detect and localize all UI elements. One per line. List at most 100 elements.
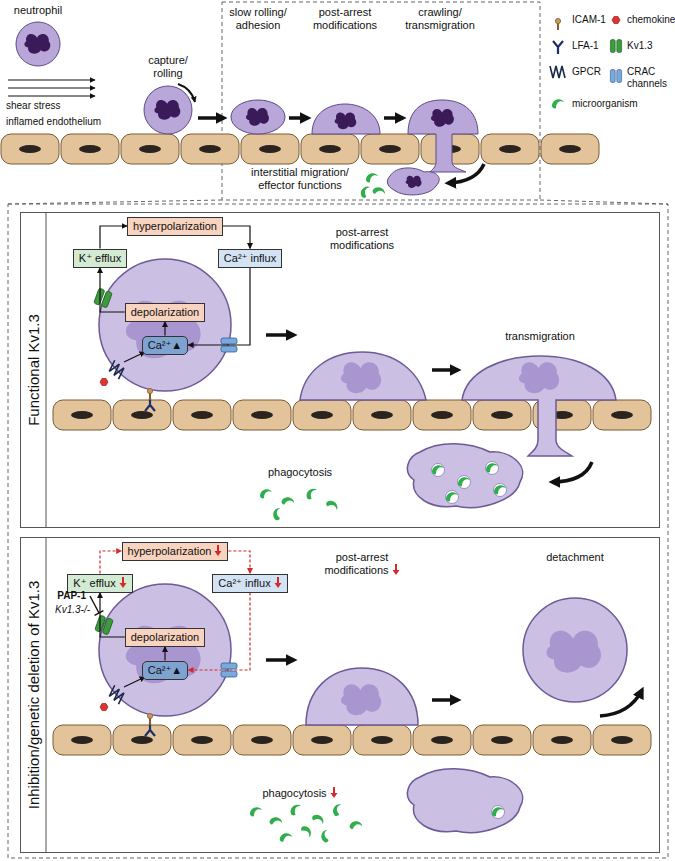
box-text: Ca²⁺ influx bbox=[218, 577, 270, 589]
neutrophil-cell bbox=[99, 584, 231, 716]
legend-entry: ICAM-1 bbox=[572, 14, 606, 26]
panel-title: Functional Kv1.3 bbox=[25, 314, 42, 426]
label-text: capture/ rolling bbox=[148, 54, 188, 79]
legend-text: microorganism bbox=[572, 98, 638, 109]
label: slow rolling/ adhesion bbox=[218, 6, 298, 32]
cycle-arrow bbox=[223, 226, 250, 249]
decrease-arrow bbox=[330, 787, 338, 798]
spreading-cell bbox=[312, 104, 380, 134]
legend-text: CRAC channels bbox=[627, 66, 667, 89]
membrane-proteins bbox=[94, 288, 237, 411]
decrease-arrow bbox=[214, 545, 222, 556]
label-text: detachment bbox=[546, 551, 603, 563]
legend-entry: microorganism bbox=[572, 98, 638, 110]
zoom-frame bbox=[222, 2, 540, 200]
cycle-arrow bbox=[100, 551, 122, 574]
decrease-arrow bbox=[119, 577, 127, 588]
box-text: Ca²⁺▲ bbox=[148, 664, 182, 676]
label: detachment bbox=[525, 551, 625, 564]
legend-entry: Kv1.3 bbox=[627, 40, 653, 52]
label-text: post-arrest modifications bbox=[324, 551, 388, 576]
shear-arrows bbox=[8, 80, 95, 96]
interstitial-cell bbox=[358, 168, 439, 199]
label-text: Kv1.3-/- bbox=[55, 604, 90, 615]
label: post-arrest modifications bbox=[312, 226, 412, 252]
box-text: hyperpolarization bbox=[133, 220, 217, 232]
box-text: depolarization bbox=[131, 306, 200, 318]
hyperpolarization-box: hyperpolarization bbox=[127, 217, 223, 236]
label-text: post-arrest modifications bbox=[313, 6, 377, 31]
label: PAP-1 bbox=[46, 590, 86, 602]
cycle-arrow bbox=[100, 226, 127, 249]
legend-text: ICAM-1 bbox=[572, 14, 606, 25]
panel-title: Inhibition/genetic deletion of Kv1.3 bbox=[25, 581, 42, 810]
phagocytosing-cell bbox=[407, 444, 522, 508]
cycle-arrow bbox=[100, 593, 125, 638]
legend-entry: GPCR bbox=[572, 66, 601, 78]
label: phagocytosis bbox=[250, 466, 350, 479]
label: post-arrest modifications bbox=[303, 6, 387, 32]
legend-text: LFA-1 bbox=[572, 40, 599, 51]
panel-divider bbox=[46, 537, 47, 853]
zoom-line bbox=[8, 200, 222, 204]
panel-divider bbox=[46, 212, 47, 528]
box-text: K⁺ efflux bbox=[73, 577, 115, 589]
neutrophil-cell bbox=[99, 259, 231, 391]
cycle-arrow bbox=[100, 268, 125, 313]
label: shear stress bbox=[6, 100, 60, 112]
label: Kv1.3-/- bbox=[46, 604, 90, 616]
endothelium bbox=[1, 134, 599, 164]
panel: Inhibition/genetic deletion of Kv1.3 hype… bbox=[20, 537, 660, 853]
phagocytosing-cell bbox=[407, 769, 522, 833]
label-text: interstitial migration/ effector functio… bbox=[251, 166, 349, 191]
influx-box: Ca²⁺ influx bbox=[218, 249, 282, 268]
label: neutrophil bbox=[3, 4, 73, 17]
rolling-cell bbox=[144, 84, 195, 134]
legend-text: Kv1.3 bbox=[627, 40, 653, 51]
label-text: shear stress bbox=[6, 100, 60, 111]
legend-text: GPCR bbox=[572, 66, 601, 77]
endothelium bbox=[53, 725, 651, 755]
label-text: crawling/ transmigration bbox=[405, 6, 475, 31]
transmigrating-cell bbox=[462, 356, 616, 456]
label-text: PAP-1 bbox=[57, 590, 86, 601]
legend-entry: LFA-1 bbox=[572, 40, 599, 52]
cycle-arrow bbox=[164, 647, 165, 661]
endothelium bbox=[53, 400, 651, 430]
label-text: phagocytosis bbox=[268, 466, 332, 478]
label: capture/ rolling bbox=[138, 54, 198, 80]
label-text: slow rolling/ adhesion bbox=[229, 6, 286, 31]
decrease-arrow bbox=[274, 577, 282, 588]
label: interstitial migration/ effector functio… bbox=[240, 166, 360, 192]
neutrophil-cell bbox=[16, 22, 60, 66]
label-text: phagocytosis bbox=[262, 787, 326, 799]
calcium-box: Ca²⁺▲ bbox=[142, 336, 188, 355]
box-text: hyperpolarization bbox=[128, 545, 212, 557]
legend-icons bbox=[550, 17, 622, 109]
legend-text: chemokine bbox=[627, 14, 675, 25]
calcium-box: Ca²⁺▲ bbox=[142, 661, 188, 680]
box-text: depolarization bbox=[131, 631, 200, 643]
label-text: inflamed endothelium bbox=[6, 116, 101, 127]
cycle-arrow bbox=[228, 551, 250, 574]
microorganisms bbox=[250, 802, 363, 843]
box-text: Ca²⁺▲ bbox=[148, 339, 182, 351]
depolarization-box: depolarization bbox=[125, 303, 206, 322]
microorganisms bbox=[260, 487, 339, 521]
label: transmigration bbox=[485, 330, 595, 343]
label: phagocytosis bbox=[250, 787, 350, 800]
zoom-line bbox=[540, 200, 668, 204]
label: post-arrest modifications bbox=[312, 551, 412, 577]
box-text: Ca²⁺ influx bbox=[224, 252, 276, 264]
efflux-box: K⁺ efflux bbox=[67, 574, 132, 593]
legend-entry: chemokine bbox=[627, 14, 675, 26]
label-text: transmigration bbox=[505, 330, 575, 342]
zoom-frame bbox=[8, 204, 668, 858]
crawling-cell bbox=[408, 100, 478, 172]
label-text: neutrophil bbox=[14, 4, 62, 16]
panel: Functional Kv1.3hyperpolarizationK⁺ effl… bbox=[20, 212, 660, 528]
label-text: post-arrest modifications bbox=[330, 226, 394, 251]
